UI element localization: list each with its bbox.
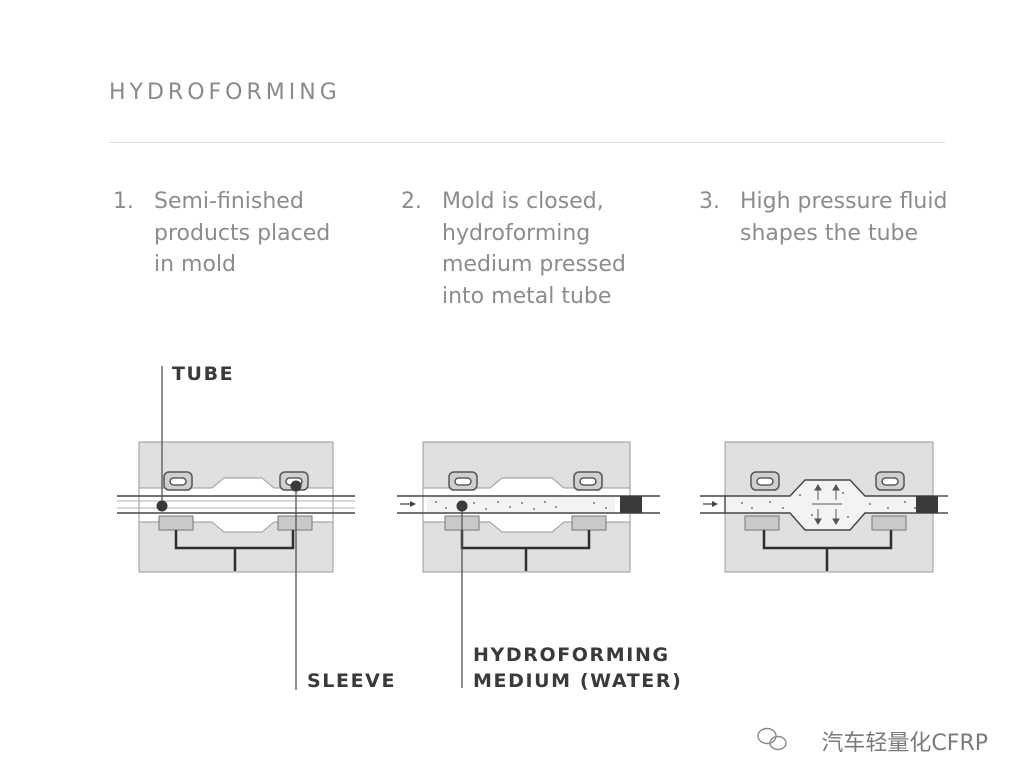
step-2-text: Mold is closed, hydroforming medium pres… — [442, 189, 626, 309]
lower-clamp-1a — [158, 515, 194, 531]
fluid-line-3 — [762, 530, 893, 571]
lower-clamp-3a — [744, 515, 780, 531]
step-1-number: 1. — [113, 189, 134, 214]
mold-panel-1 — [117, 366, 355, 690]
medium-label: HYDROFORMING MEDIUM (WATER) — [473, 644, 683, 692]
step-3-number: 3. — [699, 189, 720, 214]
lower-clamp-2b — [571, 515, 607, 531]
watermark-text: 汽车轻量化CFRP — [821, 731, 988, 756]
fluid-line-1 — [174, 530, 295, 571]
sleeve-label: SLEEVE — [307, 670, 397, 692]
lower-clamp-1b — [277, 515, 313, 531]
tube-filled-2 — [427, 497, 615, 512]
sleeve-callout-dot — [290, 480, 302, 492]
pressure-arrows-3 — [812, 484, 842, 525]
lower-clamp-3b — [871, 515, 907, 531]
plunger-3 — [916, 496, 938, 513]
step-3-text: High pressure fluid shapes the tube — [740, 189, 948, 246]
medium-callout-dot — [456, 500, 468, 512]
step-2-number: 2. — [401, 189, 422, 214]
step-1-text: Semi-finished products placed in mold — [154, 189, 331, 277]
wechat-icon — [757, 727, 787, 751]
plunger-2 — [620, 496, 642, 513]
diagram-title: HYDROFORMING — [109, 80, 341, 105]
mold-panel-3 — [700, 441, 948, 573]
tube-callout-dot — [156, 500, 168, 512]
title-divider — [109, 142, 945, 143]
tube-label: TUBE — [172, 363, 235, 385]
medium-dots-2 — [435, 501, 607, 510]
medium-dots-3 — [741, 492, 916, 518]
mold-panel-2 — [397, 441, 660, 688]
